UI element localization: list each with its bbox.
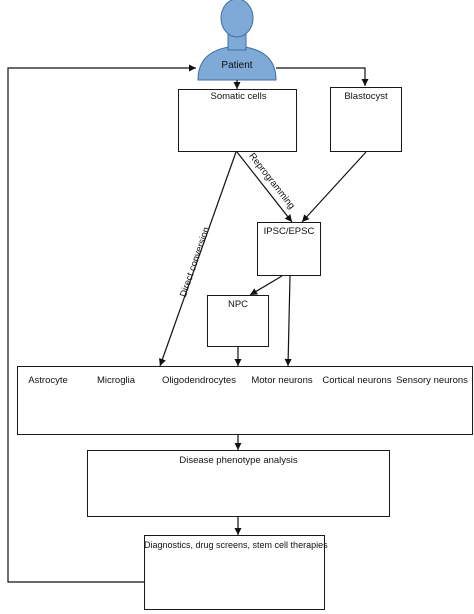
analysis-box [87,450,390,517]
patient-icon [197,0,277,81]
somatic-cells-box [178,89,297,152]
cortical-neurons-label: Cortical neurons [322,375,392,386]
npc-label: NPC [227,299,249,310]
microglia-label: Microglia [96,375,135,386]
blastocyst-box [330,87,402,152]
somatic-cells-label: Somatic cells [210,91,267,102]
cell-types-box [17,366,473,435]
sensory-neurons-label: Sensory neurons [396,375,468,386]
analysis-label: Disease phenotype analysis [179,455,298,466]
motor-neurons-label: Motor neurons [251,375,313,386]
patient-label: Patient [221,60,253,71]
npc-box [207,295,269,347]
arrow-ipsc-motor [284,275,292,367]
applications-label: Diagnostics, drug screens, stem cell the… [144,540,328,550]
astrocyte-label: Astrocyte [28,375,68,386]
blastocyst-label: Blastocyst [344,91,388,102]
arrow-blastocyst-ipsc [301,151,367,223]
ipsc-box [257,222,321,276]
oligodendrocytes-label: Oligodendrocytes [162,375,236,386]
arrow-reprogramming [236,151,293,223]
arrow-direct-conversion [159,151,237,367]
applications-box [144,535,325,610]
feedback-loop-arrow [7,64,196,583]
arrow-patient-blastocyst [276,67,369,86]
ipsc-label: IPSC/EPSC [263,226,315,237]
arrow-ipsc-npc [249,275,283,296]
